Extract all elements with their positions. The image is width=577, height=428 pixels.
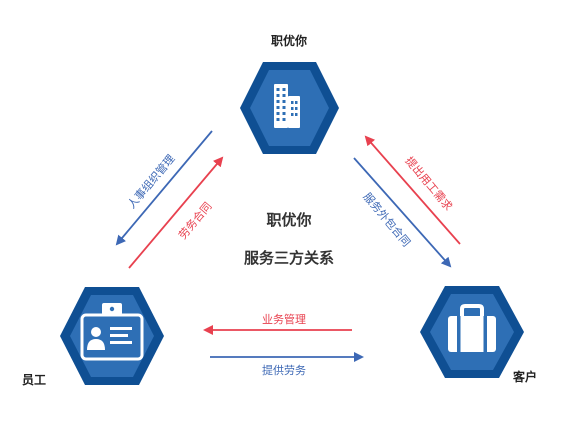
client-to-employee-label: 业务管理 — [262, 312, 306, 326]
company-label: 职优你 — [271, 33, 307, 48]
employee-badge-icon — [80, 303, 144, 361]
employee-to-company-arrow — [128, 156, 224, 269]
center-subtitle: 服务三方关系 — [244, 249, 334, 267]
client-to-company-arrow — [364, 135, 461, 245]
client-label: 客户 — [512, 369, 537, 384]
company-node: 职优你 — [240, 33, 339, 154]
client-to-company-label: 提出用工需求 — [402, 154, 455, 214]
employee-to-client-label: 提供劳务 — [262, 363, 306, 377]
company-to-client-arrow — [353, 157, 452, 268]
company-to-employee-arrow — [115, 130, 213, 246]
center-title: 职优你 — [266, 211, 311, 229]
client-node: 客户 — [420, 286, 537, 384]
company-to-client-label: 服务外包合同 — [360, 190, 413, 250]
employee-node: 员工 — [22, 287, 164, 387]
office-building-icon — [274, 84, 300, 128]
employee-label: 员工 — [22, 373, 46, 387]
briefcase-icon — [448, 304, 496, 352]
